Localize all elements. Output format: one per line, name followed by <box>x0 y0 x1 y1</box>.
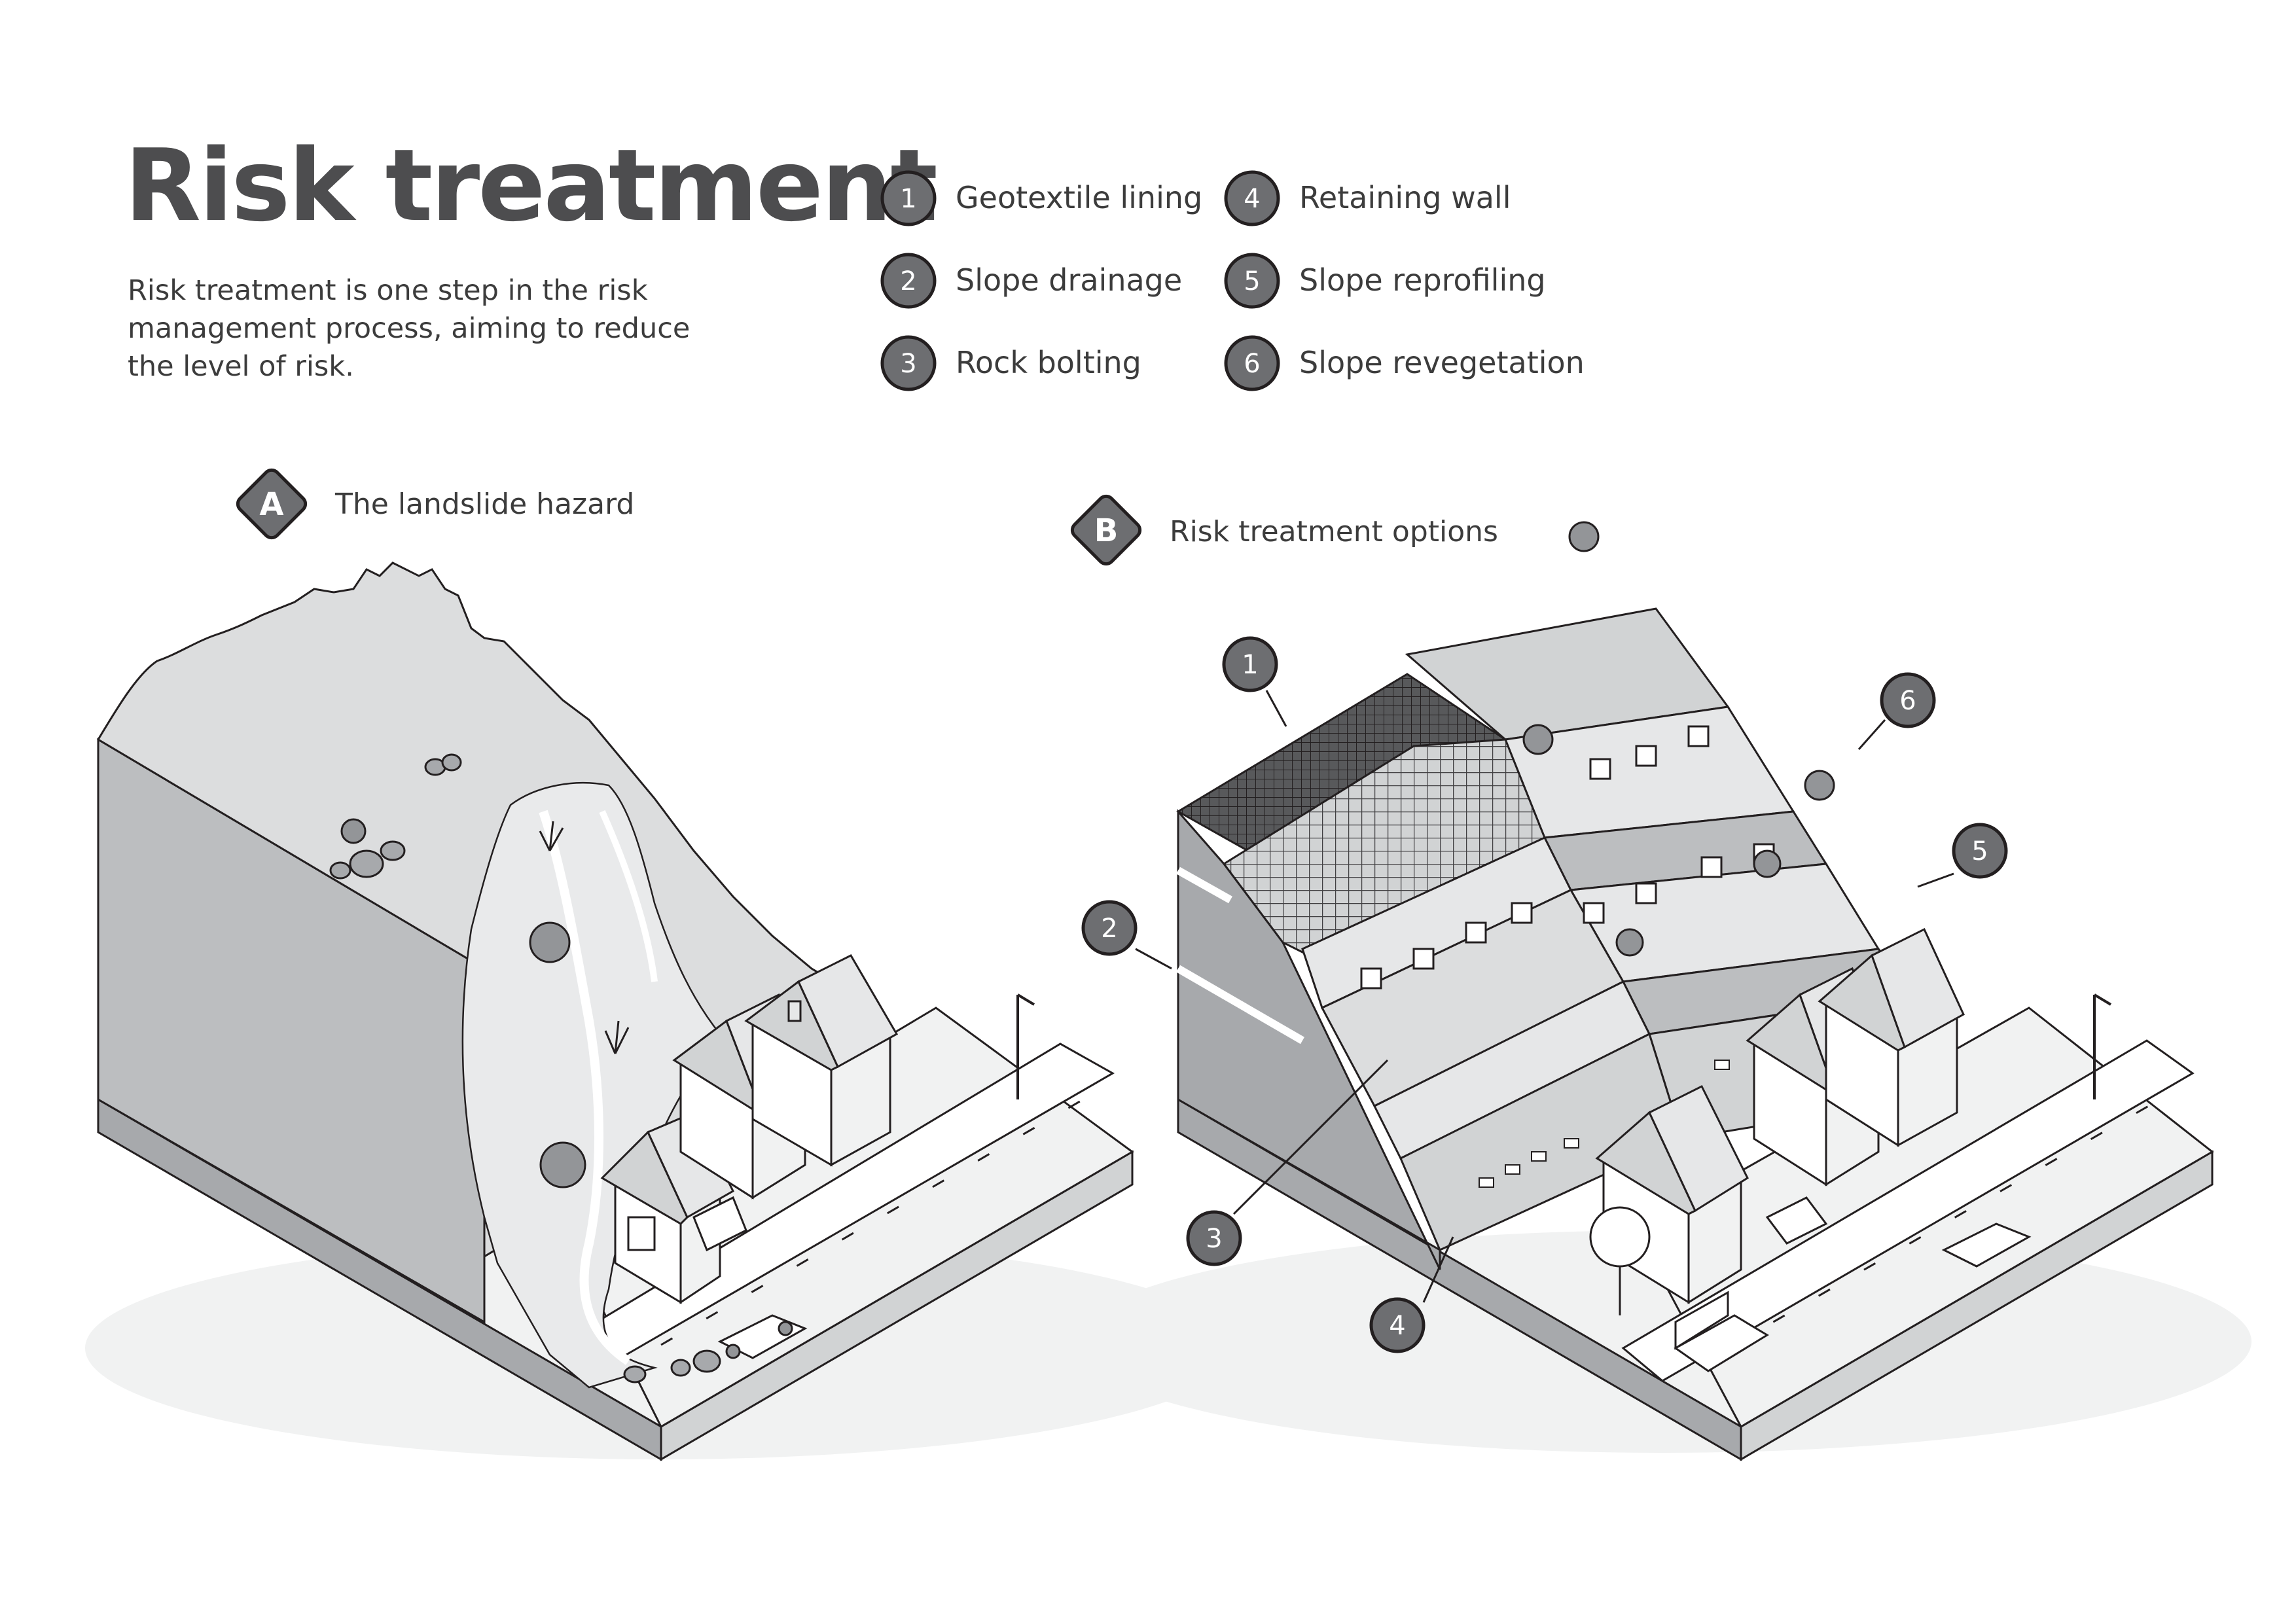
svg-text:A: A <box>259 486 283 523</box>
panel-a-label: The landslide hazard <box>335 488 635 521</box>
svg-text:3: 3 <box>1206 1224 1222 1254</box>
svg-text:4: 4 <box>1389 1311 1405 1341</box>
legend-label-retaining-wall: Retaining wall <box>1299 180 1511 215</box>
panel-a-houses <box>600 954 899 1304</box>
callout-marker-2: 2 <box>1081 900 1138 956</box>
svg-text:5: 5 <box>1971 836 1988 866</box>
intro-line: management process, aiming to reduce <box>128 312 691 345</box>
callout-marker-3: 3 <box>1186 1210 1242 1266</box>
legend-marker-5: 5 <box>1224 253 1280 309</box>
intro-line: Risk treatment is one step in the risk <box>128 274 648 307</box>
legend-label-rock-bolting: Rock bolting <box>956 345 1141 380</box>
callout-marker-4: 4 <box>1369 1297 1426 1353</box>
legend-marker-1: 1 <box>880 170 937 226</box>
legend-marker-3: 3 <box>880 335 937 391</box>
panel-b-houses <box>1595 927 1965 1304</box>
legend-markers-right: 4 5 6 <box>1224 170 1280 391</box>
svg-text:6: 6 <box>1899 686 1916 716</box>
svg-text:4: 4 <box>1244 184 1260 214</box>
callout-marker-5: 5 <box>1952 823 2008 879</box>
svg-text:1: 1 <box>900 184 916 214</box>
svg-text:3: 3 <box>900 349 916 379</box>
panel-a-badge: A <box>236 468 308 540</box>
page-title: Risk treatment <box>124 128 938 243</box>
intro-paragraph: Risk treatment is one step in the risk m… <box>128 272 717 385</box>
svg-text:B: B <box>1094 512 1119 549</box>
svg-text:2: 2 <box>1101 914 1117 944</box>
legend-label-geotextile-lining: Geotextile lining <box>956 180 1203 215</box>
legend-label-slope-revegetation: Slope revegetation <box>1299 345 1585 380</box>
svg-text:1: 1 <box>1242 650 1258 680</box>
panel-a-scene <box>85 562 1237 1461</box>
panel-b-label: Risk treatment options <box>1170 515 1498 548</box>
callout-marker-6: 6 <box>1880 672 1936 728</box>
legend-label-slope-drainage: Slope drainage <box>956 262 1183 298</box>
legend-markers-left: 1 2 3 <box>880 170 937 391</box>
callout-marker-1: 1 <box>1222 636 1278 692</box>
legend-marker-2: 2 <box>880 253 937 309</box>
legend-label-slope-reprofiling: Slope reprofiling <box>1299 262 1546 298</box>
legend-marker-6: 6 <box>1224 335 1280 391</box>
intro-line: the level of risk. <box>128 350 354 383</box>
svg-text:2: 2 <box>900 266 916 296</box>
legend-marker-4: 4 <box>1224 170 1280 226</box>
callout-leaders <box>1135 690 1954 1303</box>
panel-b-badge: B <box>1070 494 1142 566</box>
panel-b-scene <box>1073 521 2251 1461</box>
svg-text:5: 5 <box>1244 266 1260 296</box>
svg-text:6: 6 <box>1244 349 1260 379</box>
